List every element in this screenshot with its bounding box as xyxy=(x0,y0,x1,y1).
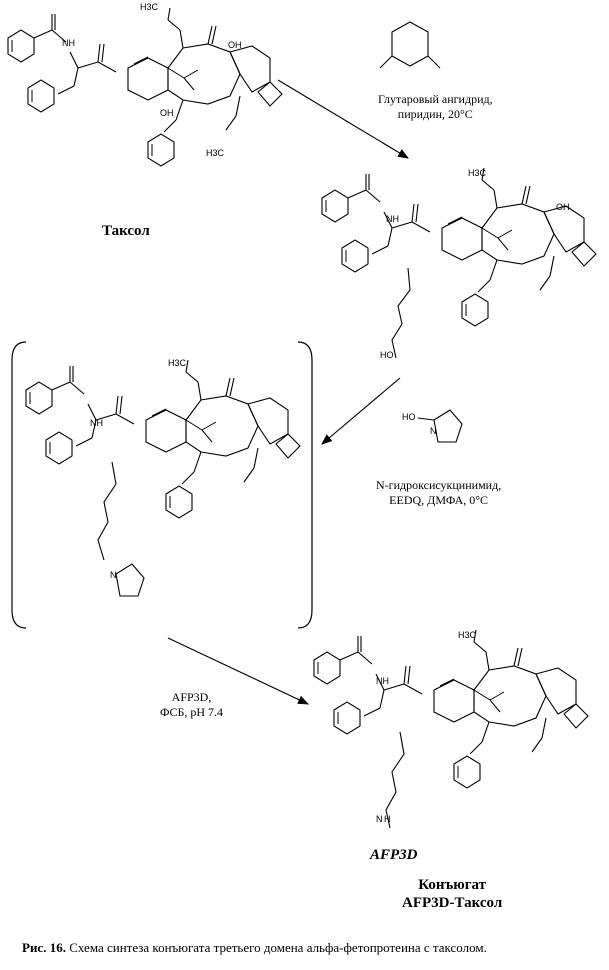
intermediate-oh-label: OH xyxy=(556,202,570,212)
product-line1: Конъюгат xyxy=(418,877,487,893)
step3-reagents: AFP3D, ФСБ, рН 7.4 xyxy=(160,690,223,720)
conjugate-nh-label: NH xyxy=(376,676,389,686)
nhs-ho-label: HO xyxy=(402,412,416,422)
n-hydroxysuccinimide-structure xyxy=(417,409,463,443)
taxol-glutarate-structure xyxy=(321,167,597,327)
taxol-nh-label: NH xyxy=(62,38,75,48)
conjugate-amide-n-label: N xyxy=(376,814,383,824)
intermediate-h3c-label: H3C xyxy=(468,168,487,178)
step1-line2: пиридин, 20°C xyxy=(397,107,473,121)
figure-caption: Рис. 16. Схема синтеза конъюгата третьег… xyxy=(22,940,487,956)
step2-reagents: N-гидроксисукцинимид, EEDQ, ДМФА, 0°C xyxy=(376,478,501,508)
ester-nh-label: NH xyxy=(90,418,103,428)
product-line2: AFP3D-Таксол xyxy=(402,895,503,911)
conjugate-structure xyxy=(313,629,589,789)
step2-line2: EEDQ, ДМФА, 0°C xyxy=(389,493,489,507)
step3-line1: AFP3D, xyxy=(171,690,212,704)
caption-text: Схема синтеза конъюгата третьего домена … xyxy=(65,940,487,955)
step2-line1: N-гидроксисукцинимид, xyxy=(376,478,502,492)
nhs-ester-structure xyxy=(25,359,301,519)
caption-label: Рис. 16. xyxy=(22,940,66,955)
taxol-h3c-label: H3C xyxy=(140,2,159,12)
arrow-step3 xyxy=(167,637,309,705)
taxol-h3c-bottom-label: H3C xyxy=(206,148,225,158)
taxol-ho-label: OH xyxy=(160,108,174,118)
arrow-step1 xyxy=(277,79,409,159)
step3-line2: ФСБ, рН 7.4 xyxy=(160,705,224,719)
intermediate-nh-label: NH xyxy=(386,214,399,224)
glutaric-anhydride-structure xyxy=(379,21,441,69)
taxol-structure xyxy=(7,7,283,167)
intermediate-acid-ho-label: HO xyxy=(380,350,394,360)
product-name: Конъюгат AFP3D-Таксол xyxy=(402,876,502,912)
afp3d-label: AFP3D xyxy=(370,847,418,863)
arrow-step2 xyxy=(321,377,401,445)
taxol-oh-label: OH xyxy=(228,40,242,50)
ester-h3c-label: H3C xyxy=(168,358,187,368)
conjugate-amide-h-label: H xyxy=(384,814,391,824)
step1-line1: Глутаровый ангидрид, xyxy=(378,92,493,106)
ester-n-label: N xyxy=(110,570,117,580)
taxol-name: Таксол xyxy=(102,223,150,239)
left-bracket xyxy=(11,341,27,629)
step1-reagents: Глутаровый ангидрид, пиридин, 20°C xyxy=(378,92,493,122)
nhs-n-label: N xyxy=(430,426,437,436)
right-bracket xyxy=(297,341,313,629)
conjugate-h3c-label: H3C xyxy=(458,630,477,640)
